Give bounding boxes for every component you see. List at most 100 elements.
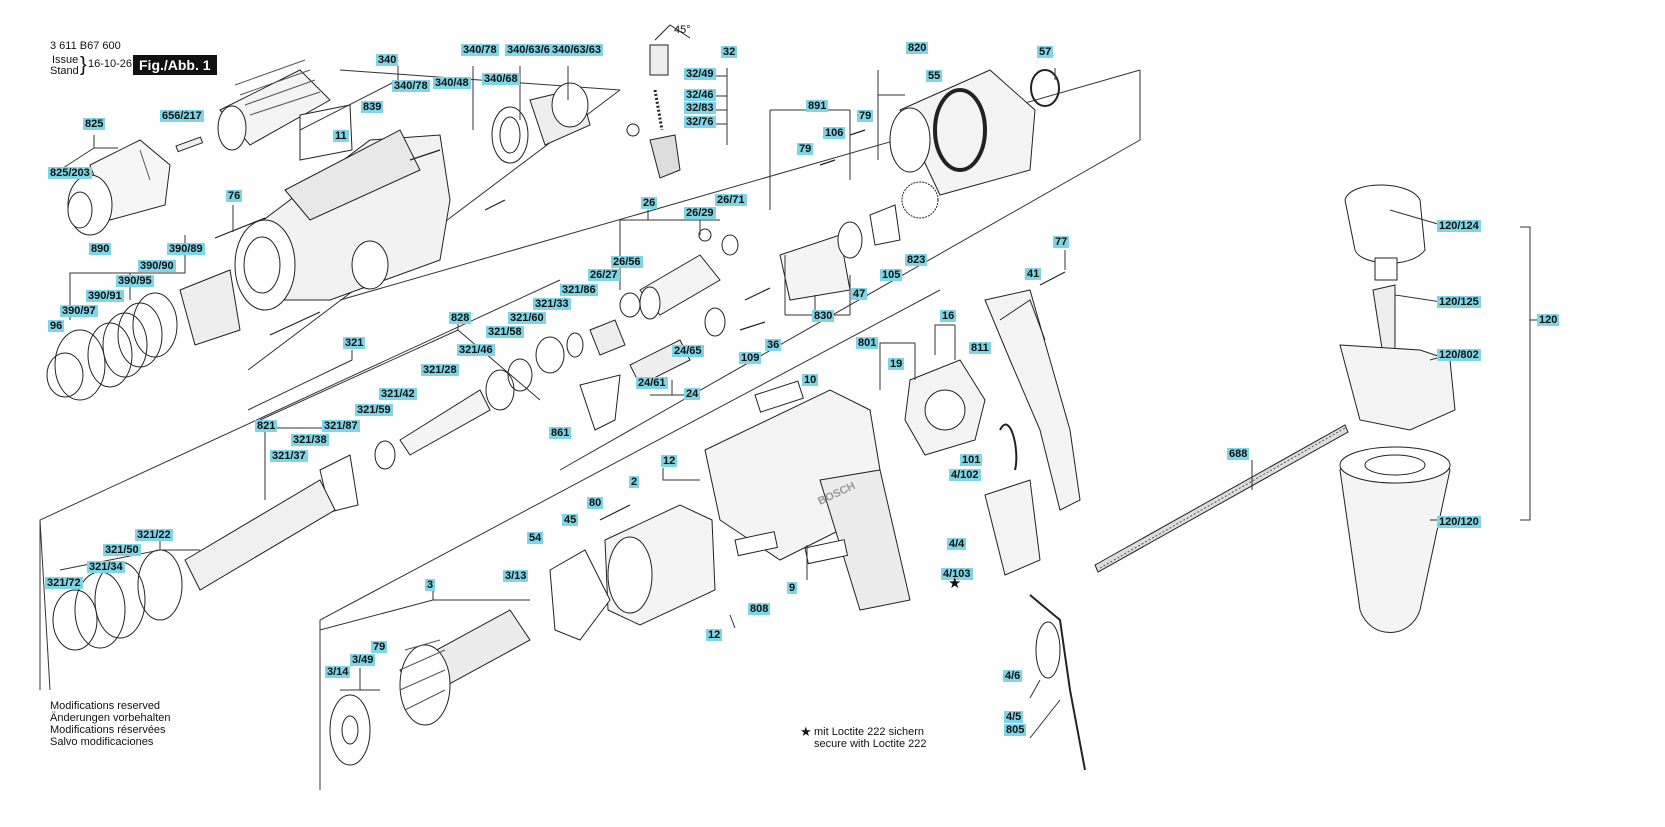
part-label: 811 — [969, 342, 991, 354]
part-label: 390/91 — [86, 290, 124, 302]
stator — [549, 504, 716, 641]
part-label: 321/34 — [87, 561, 125, 573]
loctite-note-de: mit Loctite 222 sichern — [814, 726, 925, 738]
part-label: 24 — [684, 388, 701, 400]
part-label: 4/6 — [1003, 670, 1023, 682]
part-label: 839 — [361, 101, 384, 113]
part-label: 32/76 — [684, 116, 716, 128]
part-label: 321/72 — [45, 577, 83, 589]
part-label: 321/37 — [270, 450, 308, 462]
part-label: 805 — [1004, 724, 1027, 736]
part-label: 808 — [748, 603, 771, 615]
part-label: 80 — [587, 497, 604, 509]
part-label: 54 — [527, 532, 544, 544]
spring-assembly — [46, 269, 241, 401]
part-label: 3/49 — [350, 654, 376, 666]
header-brace: } — [80, 54, 87, 76]
part-label: 321/58 — [486, 326, 524, 338]
part-label: 821 — [255, 420, 278, 432]
switch — [984, 423, 1086, 771]
part-label: 120/124 — [1437, 220, 1481, 232]
part-label: 321/59 — [355, 404, 393, 416]
part-label: 16 — [940, 310, 957, 322]
part-label: 321/60 — [508, 312, 546, 324]
part-label: 340/78 — [392, 80, 430, 92]
part-label: 19 — [888, 358, 905, 370]
part-label: 26/29 — [684, 207, 716, 219]
part-label: 321/42 — [379, 388, 417, 400]
part-label: 26/27 — [588, 269, 620, 281]
motor-gear-housing — [779, 69, 1060, 301]
modifications-de: Änderungen vorbehalten — [50, 712, 171, 724]
part-label: 105 — [880, 269, 903, 281]
issue-date: 16-10-26 — [88, 58, 133, 70]
part-label: 10 — [802, 374, 819, 386]
loctite-marker-star: ★ — [948, 575, 962, 592]
piston-cylinder — [619, 228, 739, 320]
part-label: 9 — [787, 582, 798, 594]
part-label: 3 — [425, 579, 436, 591]
keyless-chuck — [175, 59, 331, 153]
seal-rings — [491, 82, 591, 164]
part-label: 321/86 — [560, 284, 598, 296]
part-label: 340/48 — [433, 77, 471, 89]
auxiliary-handle — [1339, 184, 1456, 633]
part-label: 820 — [906, 42, 929, 54]
part-label: 12 — [706, 629, 723, 641]
part-label: 96 — [48, 320, 65, 332]
part-label: 47 — [851, 288, 868, 300]
part-label: 4/4 — [947, 538, 967, 550]
part-label: 891 — [806, 100, 829, 112]
part-label: 109 — [739, 352, 762, 364]
part-label: 861 — [549, 427, 572, 439]
part-label: 340/68 — [482, 73, 520, 85]
part-label: 390/97 — [60, 305, 98, 317]
part-label: 4/103 — [941, 568, 973, 580]
part-label: 32 — [721, 46, 738, 58]
part-label: 321/28 — [421, 364, 459, 376]
part-label: 321/50 — [103, 544, 141, 556]
part-label: 41 — [1025, 268, 1042, 280]
part-label: 340/63/63 — [550, 44, 603, 56]
part-label: 106 — [823, 127, 846, 139]
armature — [329, 609, 531, 766]
part-label: 390/95 — [116, 275, 154, 287]
part-label: 26 — [641, 197, 658, 209]
modifications-en: Modifications reserved — [50, 700, 161, 712]
part-label: 890 — [89, 243, 112, 255]
part-label: 825/203 — [48, 167, 92, 179]
part-label: 120 — [1537, 314, 1560, 326]
part-label: 26/56 — [611, 256, 643, 268]
brush-holder — [904, 359, 986, 456]
part-label: 57 — [1037, 46, 1054, 58]
part-label: 656/217 — [160, 110, 204, 122]
part-label: 390/90 — [138, 260, 176, 272]
part-label: 390/89 — [167, 243, 205, 255]
part-label: 321/38 — [291, 434, 329, 446]
part-label: 2 — [629, 476, 640, 488]
part-label: 321/33 — [533, 298, 571, 310]
angle-label: 45° — [674, 24, 691, 36]
part-label: 321 — [343, 337, 366, 349]
part-label: 340/78 — [461, 44, 499, 56]
part-label: 825 — [83, 118, 106, 130]
motor-housing — [704, 380, 911, 611]
part-label: 823 — [905, 254, 928, 266]
part-label: 4/5 — [1004, 711, 1024, 723]
part-label: 120/120 — [1437, 516, 1481, 528]
part-label: 45 — [562, 514, 579, 526]
part-label: 3/13 — [503, 570, 529, 582]
part-label: 101 — [960, 454, 983, 466]
part-label: 830 — [812, 310, 835, 322]
tool-holder-chuck — [67, 139, 171, 236]
part-label: 79 — [371, 641, 388, 653]
part-label: 32/46 — [684, 89, 716, 101]
selector-switch — [626, 24, 691, 179]
part-label: 24/65 — [672, 345, 704, 357]
part-label: 340/63/64 — [505, 44, 558, 56]
depth-gauge-rod — [1094, 424, 1349, 573]
handle-half-shell — [984, 289, 1081, 511]
part-label: 76 — [226, 190, 243, 202]
